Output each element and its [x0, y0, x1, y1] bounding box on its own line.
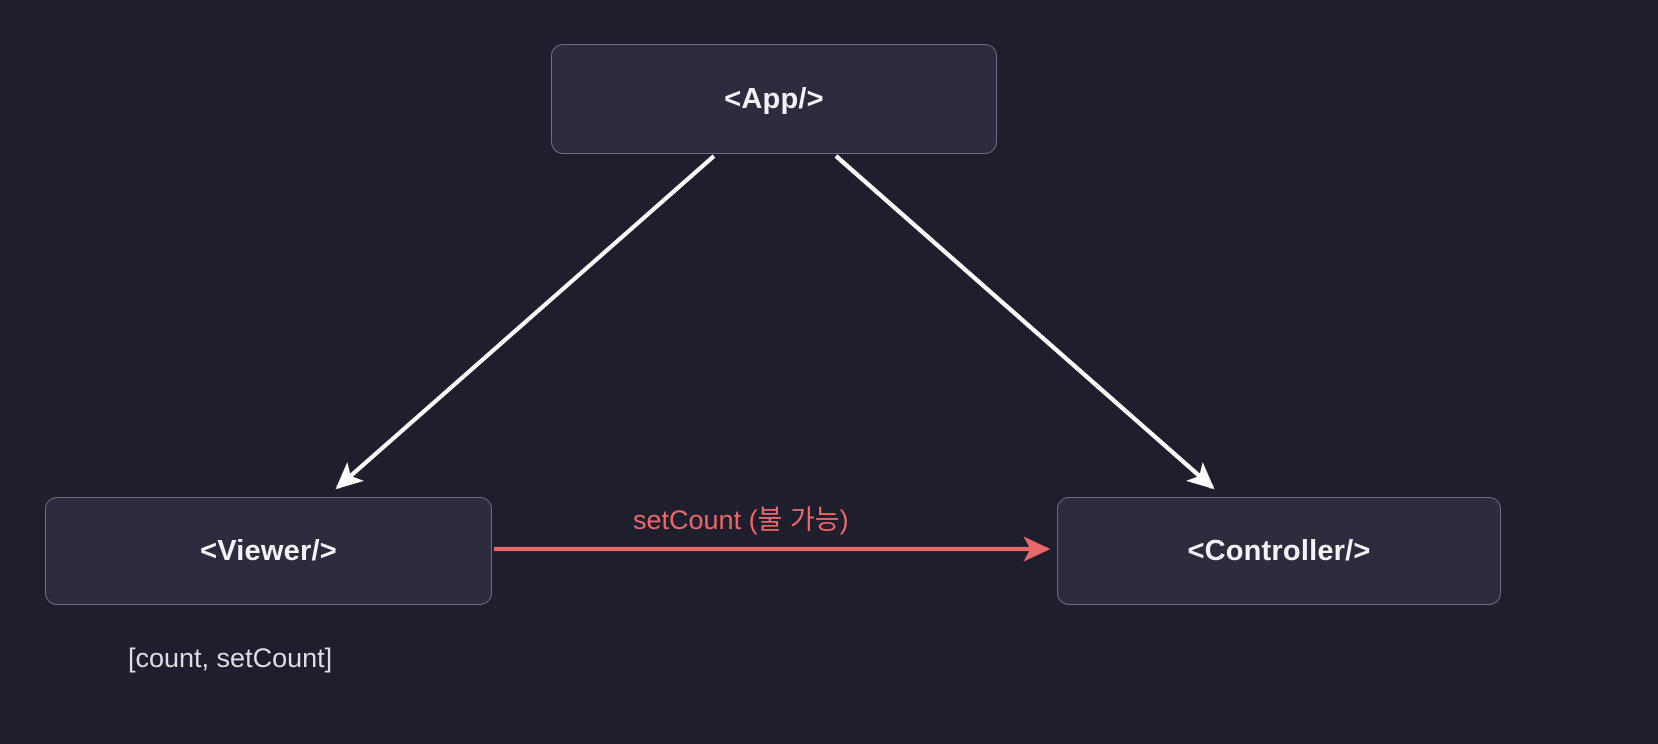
edge-app-to-controller-head	[834, 154, 1215, 490]
node-controller-label: <Controller/>	[1187, 534, 1371, 567]
edge-label-setcount: setCount (불 가능)	[633, 505, 849, 535]
node-app-label: <App/>	[724, 82, 824, 115]
node-controller[interactable]: <Controller/>	[1057, 497, 1501, 605]
node-app[interactable]: <App/>	[551, 44, 997, 154]
viewer-state-annotation: [count, setCount]	[128, 643, 333, 673]
edge-app-to-viewer	[335, 154, 716, 490]
node-viewer[interactable]: <Viewer/>	[45, 497, 492, 605]
node-viewer-label: <Viewer/>	[200, 534, 337, 567]
